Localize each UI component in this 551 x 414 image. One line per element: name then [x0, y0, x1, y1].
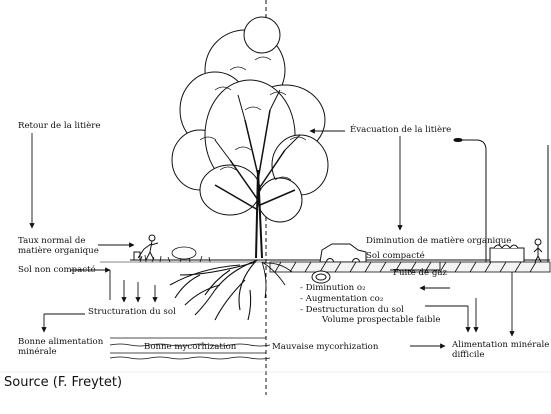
label-alimentation-2: difficile — [452, 350, 485, 360]
tree-trunk — [214, 89, 301, 259]
source-caption: Source (F. Freytet) — [4, 375, 123, 390]
tree-roots-left — [169, 259, 259, 321]
arrows-left — [29, 133, 158, 333]
label-bonne-mycorhization: Bonne mycorhization — [144, 342, 237, 352]
label-retour-litiere: Retour de la litière — [18, 121, 101, 131]
soil-layer-lines — [109, 337, 271, 360]
arrows-right — [309, 128, 515, 349]
street-lamp-icon — [453, 138, 549, 262]
label-sol-non-compacte: Sol non compacté — [18, 265, 96, 275]
label-alimentation-1: Alimentation minérale — [452, 340, 550, 350]
bush-icon — [171, 246, 197, 260]
label-diminution-matiere: Diminution de matière organique — [366, 236, 512, 246]
label-augmentation-co2: - Augmentation co₂ — [300, 294, 384, 304]
label-diminution-o2: - Diminution o₂ — [300, 283, 366, 293]
label-sol-compacte: Sol compacté — [366, 251, 425, 261]
label-evacuation-litiere: Évacuation de la litière — [350, 125, 452, 135]
label-fuite-gaz: Fuite de gaz — [393, 268, 447, 278]
person-gardener-icon — [133, 234, 159, 261]
label-mauvaise-mycorhization: Mauvaise mycorhization — [272, 342, 379, 352]
label-taux-normal-1: Taux normal de — [18, 236, 86, 246]
tree-crown — [171, 16, 329, 223]
label-structuration: Structuration du sol — [88, 307, 176, 317]
label-bonne-alimentation-1: Bonne alimentation — [18, 337, 104, 347]
gas-pipe-icon — [311, 270, 331, 284]
label-volume-prospectable: Volume prospectable faible — [322, 315, 441, 325]
label-destructuration: - Destructuration du sol — [300, 305, 404, 315]
planter-box-icon — [489, 244, 525, 263]
pavement-hatch — [269, 261, 551, 273]
tree-roots-right — [261, 261, 293, 299]
label-bonne-alimentation-2: minérale — [18, 347, 57, 357]
label-taux-normal-2: matière organique — [18, 246, 99, 256]
person-standing-icon — [533, 238, 543, 263]
